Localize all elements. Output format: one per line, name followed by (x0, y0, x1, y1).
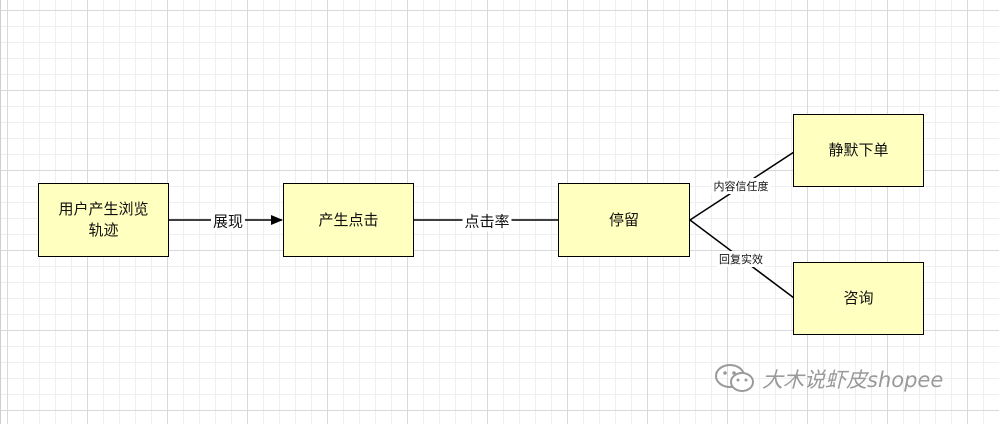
watermark-text: 大木说虾皮shopee (762, 368, 944, 392)
node-order[interactable]: 静默下单 (793, 114, 924, 187)
edge-label-ctr: 点击率 (462, 210, 512, 232)
edge-label-impression: 展现 (210, 210, 246, 232)
node-consult[interactable]: 咨询 (793, 262, 924, 335)
edge-label-content-trust: 内容信任度 (711, 178, 771, 194)
node-browse-line-2: 轨迹 (88, 221, 119, 239)
node-order-label: 静默下单 (828, 141, 889, 159)
wechat-icon (715, 364, 754, 392)
node-consult-label: 咨询 (843, 289, 874, 307)
node-stay-label: 停留 (608, 210, 639, 229)
node-click[interactable]: 产生点击 (283, 183, 414, 257)
node-stay[interactable]: 停留 (558, 183, 690, 257)
edge-label-reply-timeliness: 回复实效 (717, 251, 765, 267)
watermark: 大木说虾皮shopee (714, 362, 943, 396)
node-browse[interactable]: 用户产生浏览 轨迹 (38, 183, 169, 257)
node-click-label: 产生点击 (318, 210, 379, 229)
node-browse-line-1: 用户产生浏览 (58, 200, 149, 218)
